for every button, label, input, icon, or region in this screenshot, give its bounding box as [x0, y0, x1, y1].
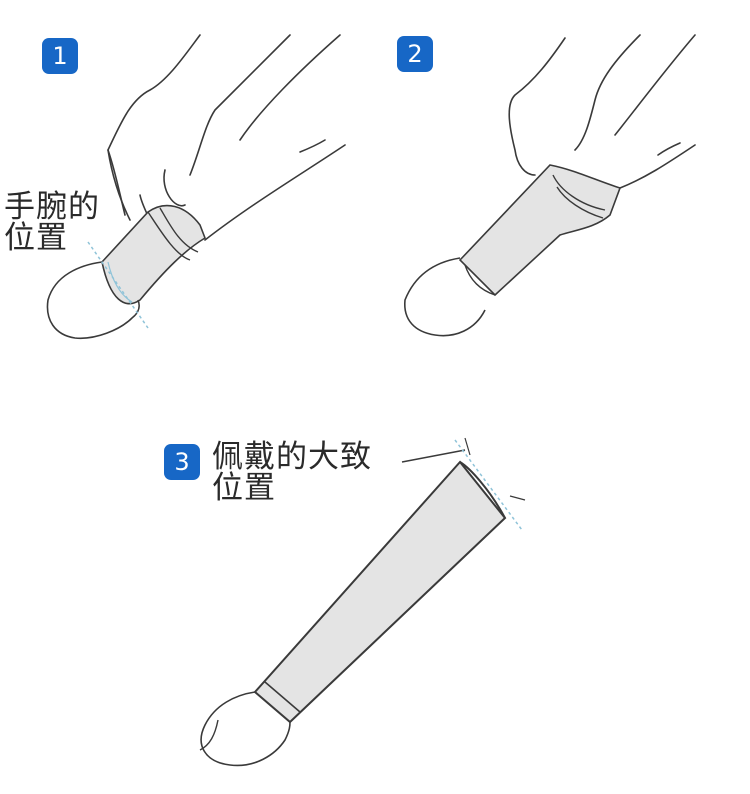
step-1-panel: 1 手腕的 位置 [0, 0, 375, 380]
step-3-badge: 3 [164, 444, 200, 480]
step-1-label-line1: 手腕的 [4, 189, 100, 225]
step-2-panel: 2 [375, 0, 750, 380]
step-2-badge: 2 [397, 36, 433, 72]
step-1-label-line2: 位置 [4, 220, 68, 256]
full-arm-sleeve-worn-illustration [199, 437, 526, 767]
step-1-label: 手腕的 位置 [4, 192, 100, 254]
step-3-label-line1: 佩戴的大致 [212, 439, 372, 475]
step-3-label: 佩戴的大致 位置 [212, 442, 372, 504]
step-3-panel: 3 佩戴的大致 位置 [0, 400, 750, 794]
step-3-label-line2: 位置 [212, 470, 276, 506]
hands-pulling-sleeve-up-forearm-illustration [404, 34, 696, 337]
hands-pulling-sleeve-at-wrist-illustration [46, 34, 346, 340]
step-1-badge: 1 [42, 38, 78, 74]
